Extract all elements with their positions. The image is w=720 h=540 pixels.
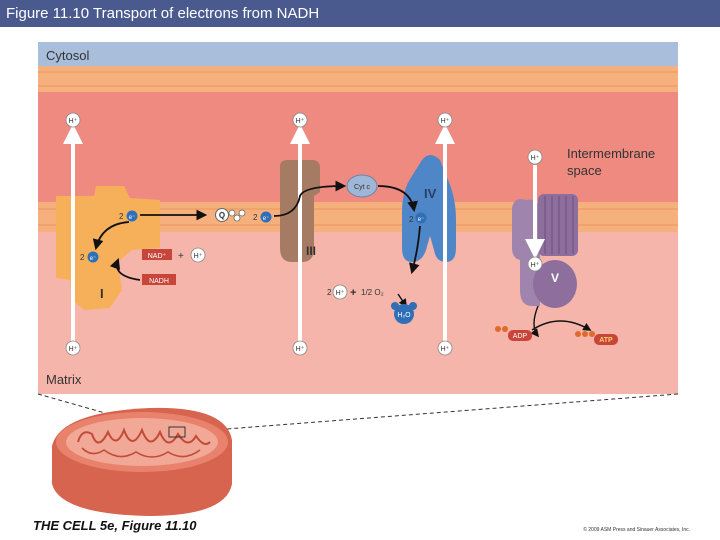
label-cytosol: Cytosol: [46, 48, 89, 63]
label-intermembrane: Intermembrane: [567, 146, 655, 161]
svg-text:Cyt c: Cyt c: [354, 184, 370, 191]
complex-v-rotor: [538, 194, 578, 256]
cytosol-band: [38, 42, 678, 66]
svg-text:H⁺: H⁺: [69, 346, 78, 353]
hplus-intermembrane: H⁺: [527, 149, 543, 165]
svg-text:H⁺: H⁺: [194, 253, 203, 260]
nad-plus-tag: NAD⁺: [142, 249, 172, 260]
hplus-bottom-2: H⁺: [292, 340, 308, 356]
svg-text:NADH: NADH: [149, 278, 169, 285]
hplus-matrix-v: H⁺: [527, 256, 543, 272]
svg-text:ADP: ADP: [513, 333, 528, 340]
svg-text:e⁻: e⁻: [263, 216, 270, 222]
matrix-band: [38, 232, 678, 394]
svg-text:e⁻: e⁻: [129, 215, 136, 221]
svg-text:2: 2: [119, 212, 124, 221]
label-complex-i: I: [100, 286, 104, 301]
label-complex-iii: III: [306, 244, 316, 258]
svg-text:2: 2: [253, 213, 258, 222]
svg-text:H⁺: H⁺: [69, 118, 78, 125]
svg-text:e⁻: e⁻: [418, 217, 425, 223]
svg-text:H⁺: H⁺: [441, 118, 450, 125]
water-molecule: H₂O: [391, 302, 417, 324]
figure-credit: THE CELL 5e, Figure 11.10: [33, 518, 197, 533]
svg-text:2: 2: [80, 253, 85, 262]
svg-text:H⁺: H⁺: [441, 346, 450, 353]
svg-text:2: 2: [409, 215, 414, 224]
electron-complex-i-upper: 2 e⁻: [119, 210, 138, 222]
hplus-top-1: H⁺: [65, 112, 81, 128]
svg-text:ATP: ATP: [599, 337, 613, 344]
plus-sign: +: [178, 251, 184, 262]
slide-title: Figure 11.10 Transport of electrons from…: [0, 0, 720, 27]
electron-complex-i-lower: 2 e⁻: [80, 251, 99, 263]
label-space: space: [567, 163, 602, 178]
cytochrome-c: Cyt c: [346, 174, 378, 198]
half-o2: 1/2 O₂: [361, 288, 384, 297]
ubiquinone-q: Q: [215, 208, 246, 222]
nadh-tag: NADH: [142, 274, 176, 285]
atp-molecule: ATP: [575, 331, 618, 345]
complex-v-head: [533, 260, 577, 308]
svg-text:NAD⁺: NAD⁺: [148, 253, 167, 260]
complex-iv: [402, 155, 456, 262]
hplus-top-2: H⁺: [292, 112, 308, 128]
outer-membrane: [38, 66, 678, 92]
electron-transport-diagram: Cytosol Intermembrane space Matrix I III…: [37, 42, 679, 516]
svg-text:Q: Q: [219, 211, 225, 220]
two-hplus-coefficient: 2: [327, 288, 332, 297]
label-complex-v: V: [551, 271, 559, 285]
hplus-nadh: H⁺: [190, 247, 206, 263]
svg-text:H⁺: H⁺: [336, 290, 345, 297]
svg-text:e⁻: e⁻: [90, 256, 97, 262]
hplus-oxygen: H⁺: [332, 284, 348, 300]
svg-text:H⁺: H⁺: [296, 346, 305, 353]
electron-to-iii: 2 e⁻: [253, 211, 272, 223]
hplus-bottom-1: H⁺: [65, 340, 81, 356]
svg-text:H₂O: H₂O: [397, 312, 411, 319]
svg-text:H⁺: H⁺: [531, 155, 540, 162]
electron-complex-iv: 2 e⁻: [409, 212, 427, 224]
svg-text:H⁺: H⁺: [531, 262, 540, 269]
hplus-bottom-3: H⁺: [437, 340, 453, 356]
svg-text:H⁺: H⁺: [296, 118, 305, 125]
plus-oxygen: +: [350, 287, 356, 299]
label-complex-iv: IV: [424, 186, 437, 201]
adp-molecule: ADP: [495, 326, 532, 341]
label-matrix: Matrix: [46, 372, 82, 387]
mitochondrion-illustration: [52, 407, 232, 516]
hplus-top-3: H⁺: [437, 112, 453, 128]
copyright-notice: © 2009 ASM Press and Sinauer Associates,…: [583, 527, 690, 533]
